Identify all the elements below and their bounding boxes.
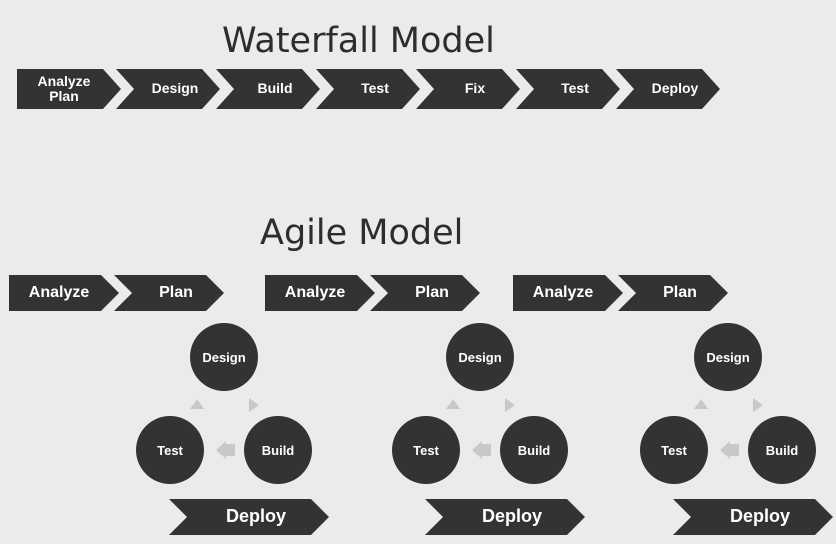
agile-1-design-node: Design [190, 323, 258, 391]
agile-1-build-node: Build [244, 416, 312, 484]
agile-3-test-node: Test [640, 416, 708, 484]
agile-2-analyze: Analyze [265, 275, 375, 311]
waterfall-step-test-2: Test [516, 69, 620, 109]
agile-3-build-node: Build [748, 416, 816, 484]
agile-2-test-node: Test [392, 416, 460, 484]
waterfall-step-deploy: Deploy [616, 69, 720, 109]
agile-1-plan: Plan [114, 275, 224, 311]
waterfall-step-design: Design [116, 69, 220, 109]
agile-title: Agile Model [260, 213, 464, 253]
waterfall-title: Waterfall Model [222, 21, 495, 61]
agile-1-test-node: Test [136, 416, 204, 484]
agile-3-deploy: Deploy [673, 499, 833, 535]
waterfall-step-build: Build [216, 69, 320, 109]
agile-2-build-node: Build [500, 416, 568, 484]
agile-3-analyze: Analyze [513, 275, 623, 311]
agile-3-plan: Plan [618, 275, 728, 311]
agile-2-design-node: Design [446, 323, 514, 391]
agile-3-design-node: Design [694, 323, 762, 391]
agile-1-deploy: Deploy [169, 499, 329, 535]
agile-2-plan: Plan [370, 275, 480, 311]
waterfall-step-test: Test [316, 69, 420, 109]
waterfall-step-fix: Fix [416, 69, 520, 109]
agile-1-analyze: Analyze [9, 275, 119, 311]
waterfall-step-analyze-plan: Analyze Plan [17, 69, 121, 109]
agile-2-deploy: Deploy [425, 499, 585, 535]
